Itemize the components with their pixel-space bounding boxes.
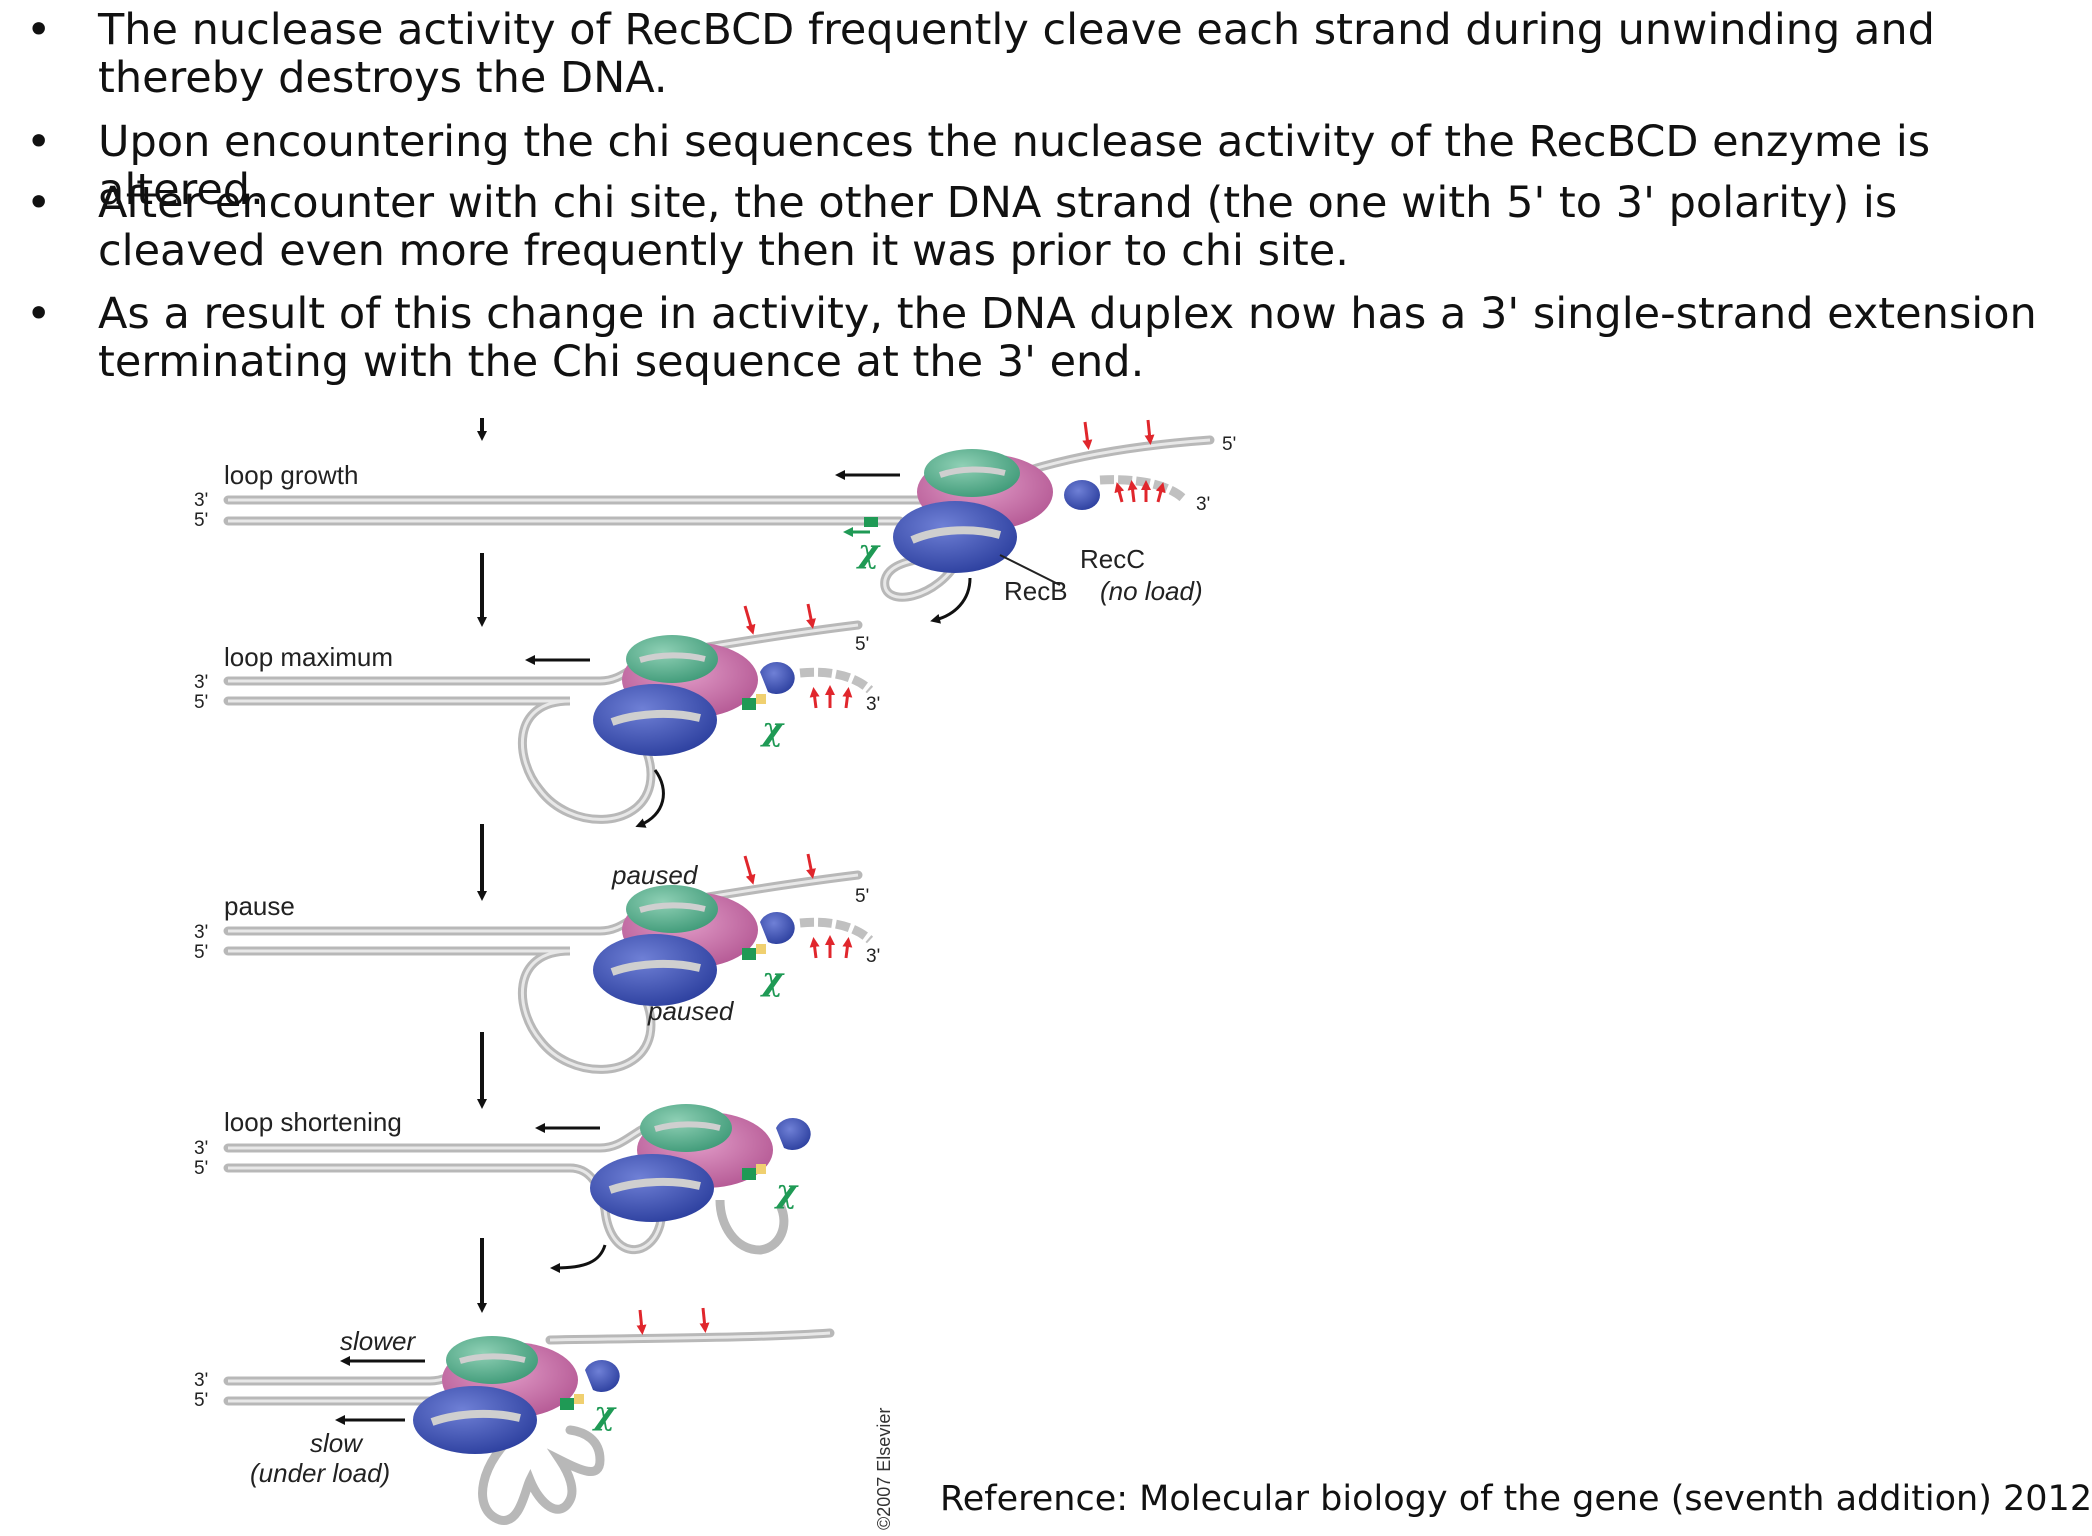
end-label-3: 3' bbox=[194, 922, 208, 943]
end-label-3: 3' bbox=[194, 672, 208, 693]
stage-loop-growth: loop growth 3' 5' 5' 3' χ bbox=[194, 419, 1236, 624]
paused-label-bottom: paused bbox=[647, 996, 735, 1026]
chi-symbol: χ bbox=[856, 532, 881, 570]
end-label-5: 5' bbox=[194, 1390, 208, 1411]
end-label-3: 3' bbox=[194, 1370, 208, 1391]
end-label-5: 5' bbox=[194, 692, 208, 713]
chi-symbol: χ bbox=[592, 1394, 617, 1432]
stage-label: loop shortening bbox=[224, 1107, 402, 1137]
chi-site-marker bbox=[742, 698, 756, 710]
recb-subunit bbox=[590, 1154, 714, 1222]
recc-label: RecC bbox=[1080, 544, 1145, 574]
end-label-5: 5' bbox=[194, 510, 208, 531]
chi-symbol: χ bbox=[760, 960, 785, 998]
recc-subunit bbox=[640, 1104, 732, 1152]
end-label-5: 5' bbox=[194, 942, 208, 963]
recc-subunit bbox=[626, 635, 718, 683]
chi-site-marker bbox=[742, 948, 756, 960]
recb-subunit bbox=[593, 934, 717, 1006]
stage-label: loop growth bbox=[224, 460, 358, 490]
chi-site-marker bbox=[742, 1168, 756, 1180]
end-label-5: 5' bbox=[855, 634, 869, 655]
stage-loop-shortening: loop shortening 3' 5' χ bbox=[194, 1104, 811, 1273]
recc-subunit bbox=[924, 449, 1020, 497]
cut-arrows bbox=[636, 1307, 710, 1335]
cut-arrows bbox=[743, 853, 853, 959]
slower-label: slower bbox=[340, 1326, 416, 1356]
cut-arrows bbox=[743, 603, 853, 709]
reference-citation: Reference: Molecular biology of the gene… bbox=[940, 1479, 2092, 1519]
recc-subunit bbox=[446, 1336, 538, 1384]
recb-nuclease-domain bbox=[776, 1117, 811, 1150]
end-label-5: 5' bbox=[855, 886, 869, 907]
stage-label: pause bbox=[224, 891, 295, 921]
stage-loop-maximum: loop maximum 3' 5' 5' 3' χ bbox=[194, 603, 880, 828]
cut-arrows bbox=[1082, 419, 1166, 503]
no-load-label: (no load) bbox=[1100, 576, 1203, 606]
stage-pause: pause 3' 5' 5' 3' χ paused paused bbox=[194, 853, 880, 1074]
under-load-label: (under load) bbox=[250, 1458, 390, 1488]
chi-symbol: χ bbox=[774, 1172, 799, 1210]
recb-label: RecB bbox=[1004, 576, 1068, 606]
end-label-3: 3' bbox=[866, 694, 880, 715]
chi-site-marker bbox=[560, 1398, 574, 1410]
bullet-item: The nuclease activity of RecBCD frequent… bbox=[26, 6, 2043, 102]
chi-symbol: χ bbox=[760, 710, 785, 748]
recbcd-diagram: loop growth 3' 5' 5' 3' χ bbox=[194, 418, 1236, 1530]
recc-subunit bbox=[626, 885, 718, 933]
recb-subunit bbox=[413, 1386, 537, 1454]
slow-label: slow bbox=[310, 1428, 364, 1458]
bullet-item: As a result of this change in activity, … bbox=[26, 290, 2043, 386]
stage-label: loop maximum bbox=[224, 642, 393, 672]
recb-subunit bbox=[593, 684, 717, 756]
recb-nuclease-domain bbox=[1064, 480, 1100, 510]
recb-nuclease-domain bbox=[760, 911, 795, 944]
elsevier-credit: ©2007 Elsevier bbox=[874, 1408, 894, 1530]
end-label-3: 3' bbox=[194, 1138, 208, 1159]
bullet-item: After encounter with chi site, the other… bbox=[26, 179, 2043, 275]
stage-slow: 3' 5' χ slower slow (under load) bbox=[194, 1307, 835, 1525]
end-label-5: 5' bbox=[1222, 434, 1236, 455]
end-label-3: 3' bbox=[866, 946, 880, 967]
chi-site-marker bbox=[864, 517, 878, 527]
paused-label-top: paused bbox=[611, 860, 699, 890]
recb-nuclease-domain bbox=[585, 1359, 620, 1392]
recb-subunit bbox=[893, 501, 1017, 573]
recb-nuclease-domain bbox=[760, 661, 795, 694]
end-label-3: 3' bbox=[1196, 494, 1210, 515]
end-label-3: 3' bbox=[194, 490, 208, 511]
end-label-5: 5' bbox=[194, 1158, 208, 1179]
